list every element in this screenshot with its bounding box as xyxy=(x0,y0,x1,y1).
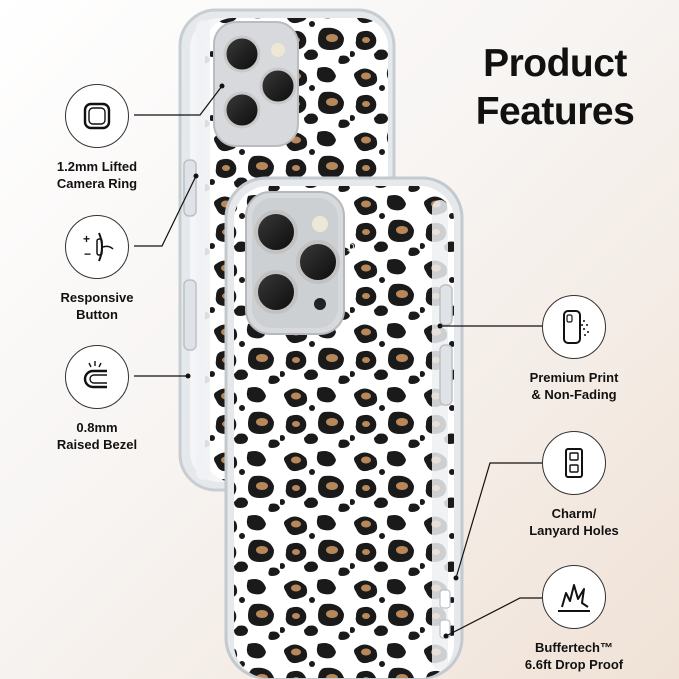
feature-label-line-1: 1.2mm Lifted xyxy=(56,159,138,174)
svg-text:+: + xyxy=(83,232,90,246)
feature-raised-bezel: 0.8mm Raised Bezel xyxy=(42,345,152,453)
feature-label-line-2: Button xyxy=(76,307,118,322)
feature-drop-proof: Buffertech™ 6.6ft Drop Proof xyxy=(514,565,634,673)
case-brand-text: MOSNOVO xyxy=(346,243,356,290)
impact-burst-icon xyxy=(542,565,606,629)
feature-label-line-1: 0.8mm xyxy=(76,420,118,435)
title-line-2: Features xyxy=(475,90,635,133)
feature-label-line-2: Raised Bezel xyxy=(56,437,138,452)
front-phone-case xyxy=(224,176,464,679)
feature-label-line-2: Lanyard Holes xyxy=(529,523,619,538)
leader-camera-ring xyxy=(134,85,223,116)
feature-camera-ring: 1.2mm Lifted Camera Ring xyxy=(42,84,152,192)
leader-dot xyxy=(185,373,191,379)
leader-dot xyxy=(219,83,225,89)
leader-dot xyxy=(453,575,459,581)
leader-dot xyxy=(437,323,443,329)
feature-label-line-1: Buffertech™ xyxy=(534,640,613,655)
feature-label-line-1: Responsive xyxy=(60,290,134,305)
lanyard-holes-icon xyxy=(542,431,606,495)
svg-text:−: − xyxy=(84,247,91,261)
page-title: Product Features xyxy=(440,40,670,136)
feature-premium-print: Premium Print & Non-Fading xyxy=(514,295,634,403)
leader-drop-proof xyxy=(445,597,543,637)
title-line-1: Product xyxy=(483,42,627,85)
leader-lanyard-holes xyxy=(455,462,543,579)
printed-case-icon xyxy=(542,295,606,359)
leader-dot xyxy=(443,633,449,639)
side-button-icon: + − xyxy=(65,215,129,279)
feature-responsive-button: + − Responsive Button xyxy=(42,215,152,323)
feature-label-line-1: Charm/ xyxy=(551,506,597,521)
feature-label-line-2: & Non-Fading xyxy=(531,387,617,402)
camera-ring-icon xyxy=(65,84,129,148)
feature-lanyard-holes: Charm/ Lanyard Holes xyxy=(514,431,634,539)
feature-label-line-2: 6.6ft Drop Proof xyxy=(524,657,624,672)
leader-dot xyxy=(193,173,199,179)
feature-label-line-1: Premium Print xyxy=(529,370,619,385)
raised-bezel-icon xyxy=(65,345,129,409)
feature-label-line-2: Camera Ring xyxy=(56,176,138,191)
leader-responsive-button xyxy=(134,175,197,247)
